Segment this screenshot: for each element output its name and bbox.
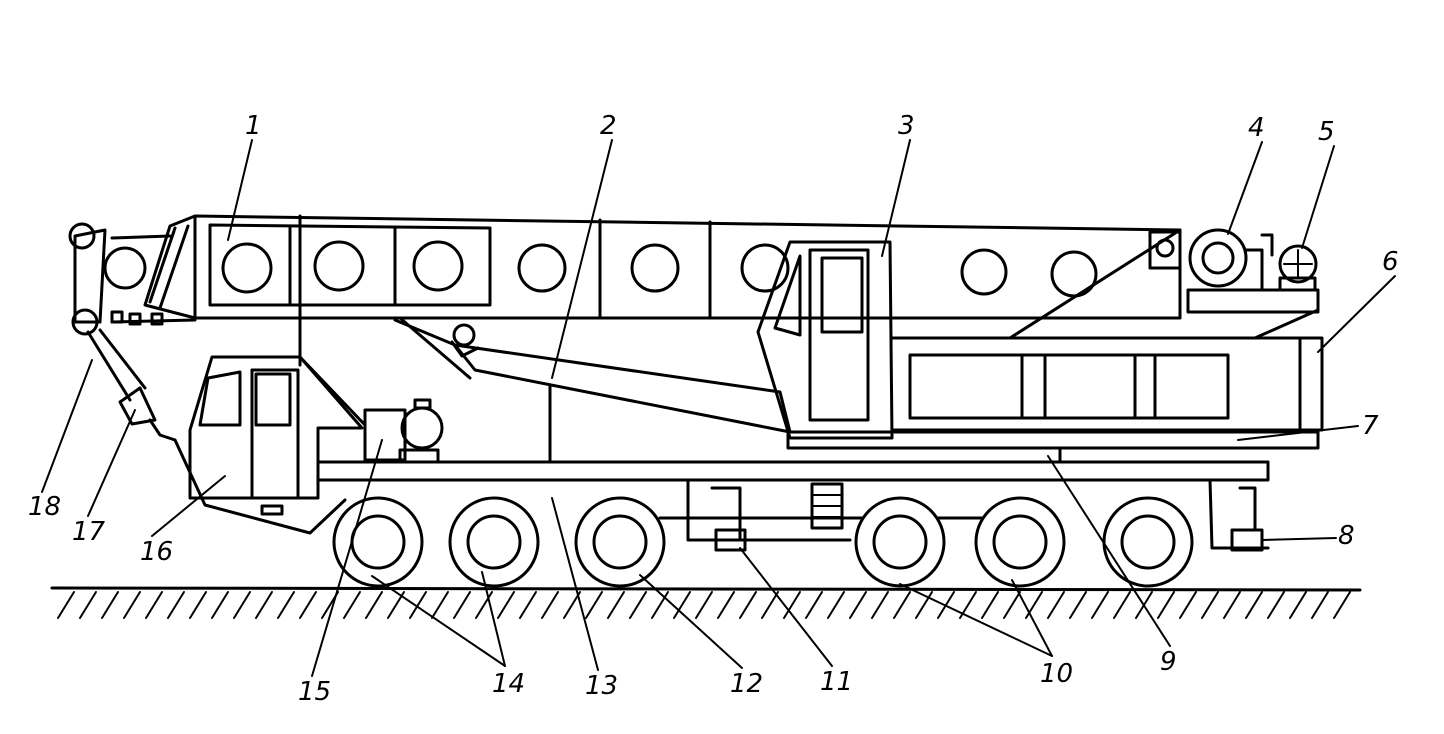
pump-unit xyxy=(298,355,444,464)
label-14: 14 xyxy=(492,669,525,699)
label-15: 15 xyxy=(298,677,331,707)
label-2: 2 xyxy=(600,111,617,141)
wheels xyxy=(332,496,1194,588)
callout-labels: 1 2 3 4 5 6 7 8 9 10 11 12 13 14 15 16 1… xyxy=(28,111,1399,707)
label-18: 18 xyxy=(28,492,61,522)
label-3: 3 xyxy=(898,111,915,141)
a-frame xyxy=(1008,228,1320,340)
boom xyxy=(103,214,1182,326)
label-16: 16 xyxy=(140,537,173,567)
label-4: 4 xyxy=(1248,113,1265,143)
luffing-cylinder xyxy=(393,316,792,434)
turntable xyxy=(786,336,1324,464)
label-17: 17 xyxy=(72,517,106,547)
label-8: 8 xyxy=(1338,521,1355,551)
label-12: 12 xyxy=(730,669,763,699)
wheel-1 xyxy=(332,496,424,588)
driver-cab xyxy=(188,355,364,516)
label-10: 10 xyxy=(1040,659,1073,689)
wheel-6 xyxy=(1102,496,1194,588)
label-11: 11 xyxy=(820,667,853,697)
label-5: 5 xyxy=(1318,117,1335,147)
winch-motor xyxy=(1278,244,1318,292)
label-6: 6 xyxy=(1382,247,1399,277)
crane-cab xyxy=(756,240,894,440)
leader-lines xyxy=(41,139,1396,677)
label-9: 9 xyxy=(1160,647,1177,677)
label-13: 13 xyxy=(585,671,618,701)
wheel-5 xyxy=(974,496,1066,588)
wheel-2 xyxy=(448,496,540,588)
wheel-4 xyxy=(854,496,946,588)
label-1: 1 xyxy=(245,111,262,141)
ground xyxy=(50,586,1362,619)
label-7: 7 xyxy=(1362,411,1379,441)
winch xyxy=(1188,228,1274,292)
wheel-3 xyxy=(574,496,666,588)
